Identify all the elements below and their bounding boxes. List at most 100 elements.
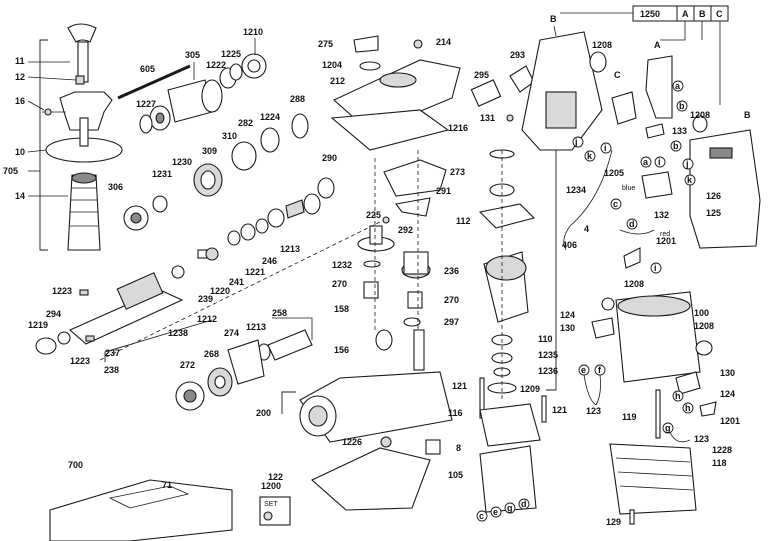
part-label-p105: 105: [448, 470, 463, 480]
variant-c: C: [716, 9, 723, 19]
part-label-p1213a: 1213: [280, 244, 300, 254]
part-label-p132: 132: [654, 210, 669, 220]
model-variant-table: 1250 A B C: [560, 5, 729, 105]
cover-c: [611, 91, 637, 125]
part-label-p124b: 124: [720, 389, 735, 399]
part-label-e1: e: [581, 365, 586, 375]
part-label-p1208a: 1208: [592, 40, 612, 50]
part-label-wire_red: red: [660, 231, 670, 238]
part-label-p1209: 1209: [520, 384, 540, 394]
part-label-b1: b: [679, 101, 685, 111]
part-label-p158: 158: [334, 304, 349, 314]
part-label-h1: h: [675, 391, 681, 401]
part-label-A_top: A: [654, 40, 661, 50]
part-label-f1: f: [598, 365, 602, 375]
part-label-p1201a: 1201: [656, 236, 676, 246]
part-label-p292: 292: [398, 225, 413, 235]
part-label-p123a: 123: [586, 406, 601, 416]
handle-half: [521, 31, 603, 151]
part-label-a2: a: [643, 157, 649, 167]
part-label-p291: 291: [436, 186, 451, 196]
part-label-p297: 297: [444, 317, 459, 327]
spindle-assembly: 1219 294 1223 1223 1238 237 238 1212 239…: [28, 153, 381, 375]
part-label-p1208b: 1208: [690, 110, 710, 120]
part-label-p1226: 1226: [342, 437, 362, 447]
part-label-p1213b: 1213: [246, 322, 266, 332]
rear-cover: [609, 443, 697, 515]
part-label-p310: 310: [222, 131, 237, 141]
rear-handle-group: 1208 B A C a b 1208 B 133 126 125 j k a …: [521, 14, 761, 251]
part-label-p237: 237: [105, 348, 120, 358]
part-label-p275: 275: [318, 39, 333, 49]
part-label-p129: 129: [606, 517, 621, 527]
case-body: [49, 479, 233, 541]
part-label-b2: b: [673, 141, 679, 151]
part-label-p1234: 1234: [566, 185, 586, 195]
part-label-p100: 100: [694, 308, 709, 318]
part-label-p1212: 1212: [197, 314, 217, 324]
rear-handle: [689, 129, 761, 249]
part-label-p273: 273: [450, 167, 465, 177]
part-label-p295: 295: [474, 70, 489, 80]
handle-clamp-body: [59, 91, 113, 131]
part-label-wire_blue: blue: [622, 185, 635, 192]
part-label-p1204: 1204: [322, 60, 342, 70]
part-label-p1201b: 1201: [720, 416, 740, 426]
part-label-p130a: 130: [560, 323, 575, 333]
part-label-p1231: 1231: [152, 169, 172, 179]
part-label-p241: 241: [229, 277, 244, 287]
part-label-j2: j: [685, 159, 689, 169]
part-label-p112: 112: [456, 216, 471, 226]
part-label-d2: d: [521, 499, 527, 509]
side-handle-group: 11 12 16 10 705 14: [3, 23, 123, 251]
part-label-p700: 700: [68, 460, 83, 470]
part-label-p122: 122: [268, 472, 283, 482]
part-label-p268: 268: [204, 349, 219, 359]
switch: [641, 171, 673, 199]
handle-strap: [67, 23, 97, 43]
part-label-p1221: 1221: [245, 267, 265, 277]
piston: [267, 329, 313, 361]
part-label-p258: 258: [272, 308, 287, 318]
chuck-assembly: 605 305 1227 1222 1225 1210 288 282 1224…: [108, 27, 309, 231]
part-label-p11: 11: [15, 56, 25, 66]
field-coil-callouts: c e g d: [476, 498, 530, 522]
part-label-p1224: 1224: [260, 112, 280, 122]
part-label-g2: g: [507, 503, 513, 513]
motor-assembly: 293 295 131 1234 112 406 110 1235 1236 1…: [448, 50, 586, 513]
part-label-k2: k: [687, 175, 693, 185]
part-label-p290: 290: [322, 153, 337, 163]
part-label-p121b: 121: [552, 405, 567, 415]
part-label-c1: c: [613, 199, 618, 209]
part-label-p214: 214: [436, 37, 451, 47]
part-label-i2: i: [604, 143, 607, 153]
part-label-p116: 116: [448, 408, 463, 418]
part-label-p282: 282: [238, 118, 253, 128]
part-label-p14: 14: [15, 191, 25, 201]
field-coil: [479, 445, 537, 513]
part-label-p238: 238: [104, 365, 119, 375]
bracket: [383, 159, 447, 197]
variant-b: B: [699, 9, 706, 19]
variant-a: A: [682, 9, 689, 19]
motor-housing-group: i 1208 100 1208 124 130 130 124 e f 123 …: [560, 247, 740, 527]
part-label-j1: j: [574, 137, 578, 147]
part-label-p1238: 1238: [168, 328, 188, 338]
part-label-C_top: C: [614, 70, 621, 80]
part-label-p131: 131: [480, 113, 495, 123]
part-label-p1219: 1219: [28, 320, 48, 330]
part-label-h2: h: [685, 403, 691, 413]
part-label-p156: 156: [334, 345, 349, 355]
part-label-p1223a: 1223: [52, 286, 72, 296]
part-label-p1223b: 1223: [70, 356, 90, 366]
part-label-d1: d: [629, 219, 635, 229]
part-label-p133: 133: [672, 126, 687, 136]
gear-housing-group: 275 214 1204 212 1216 273 291 225 292 12…: [318, 35, 468, 371]
model-number: 1250: [640, 9, 660, 19]
part-label-i2: i: [654, 263, 657, 273]
part-label-p10: 10: [15, 147, 25, 157]
part-label-p1230: 1230: [172, 157, 192, 167]
part-label-p225: 225: [366, 210, 381, 220]
part-label-p1228: 1228: [712, 445, 732, 455]
part-label-p110: 110: [538, 334, 553, 344]
